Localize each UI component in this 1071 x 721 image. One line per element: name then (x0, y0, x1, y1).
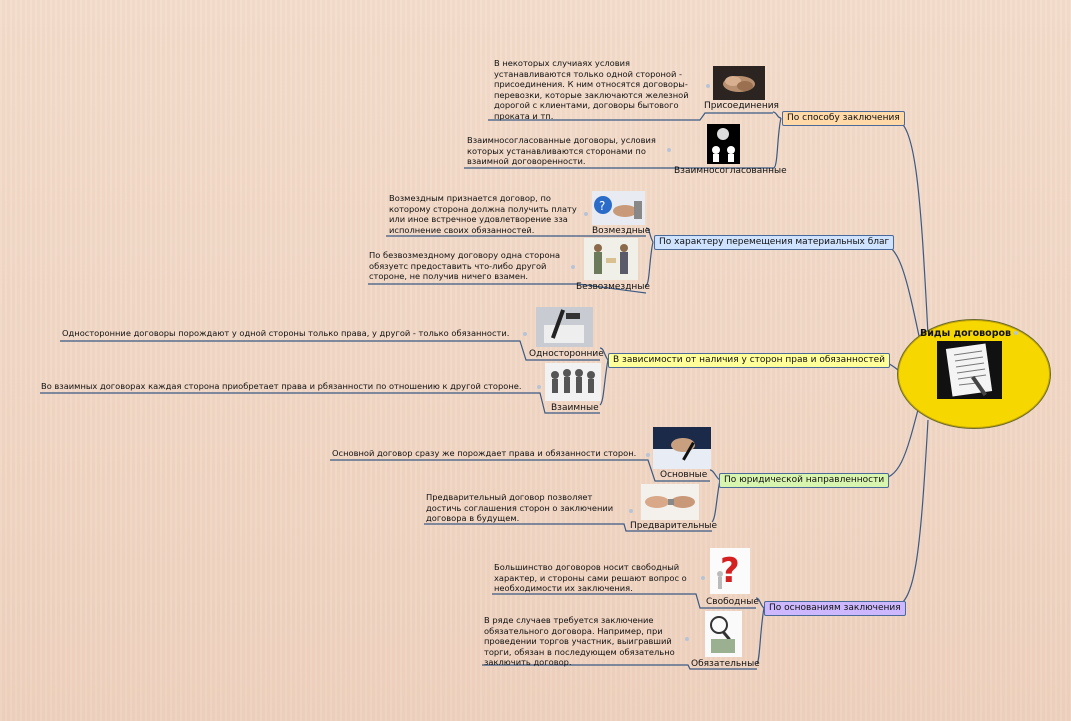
handshake-photo-icon (713, 66, 765, 100)
note-marker-icon (706, 84, 710, 88)
note-free: Большинство договоров носит свободный ха… (494, 562, 687, 593)
question-handshake-icon: ? (592, 191, 645, 225)
topic-by-rights-obligations[interactable]: В зависимости от наличия у сторон прав и… (608, 353, 890, 368)
note-marker-icon (629, 509, 633, 513)
note-adhesion: В некоторых случиаях условия устанавлива… (494, 58, 689, 121)
agreement-figures-icon (707, 124, 740, 164)
connector-b5-c2 (756, 607, 765, 665)
note-marker-icon (571, 265, 575, 269)
note-marker-icon (523, 332, 527, 336)
hand-writing-icon (653, 427, 711, 469)
subtopic-compensated[interactable]: Возмездные (592, 226, 651, 236)
note-compensated: Возмездным признается договор, по которо… (389, 193, 577, 235)
note-marker-icon (646, 453, 650, 457)
topic-by-transfer-nature[interactable]: По характеру перемещения материальных бл… (654, 235, 895, 250)
subtopic-mandatory[interactable]: Обязательные (691, 659, 760, 669)
connector-b3-c1 (599, 347, 609, 361)
question-mark-figure-icon: ? (710, 548, 750, 594)
note-mandatory: В ряде случаев требуется заключение обяз… (484, 615, 675, 667)
topic-by-conclusion-grounds[interactable]: По основаниям заключения (764, 601, 906, 616)
note-mutual-agreed: Взаимносогласованные договоры, условия к… (467, 135, 656, 166)
connector-b5-c1 (755, 597, 765, 609)
subtopic-mutual-agreed[interactable]: Взаимносогласованные (674, 166, 787, 176)
subtopic-preliminary[interactable]: Предварительные (630, 521, 717, 531)
connector-b1-c1 (772, 111, 782, 119)
connector-root-b2 (877, 241, 923, 351)
note-marker-icon (701, 576, 705, 580)
connector-b1-c2 (773, 117, 782, 169)
subtopic-free[interactable]: Свободные (706, 597, 759, 607)
connector-b2-c1 (645, 227, 654, 243)
connector-b3-c2 (599, 359, 609, 406)
connector-b2-c2 (645, 241, 654, 287)
note-mutual: Во взаимных договорах каждая сторона при… (41, 381, 522, 391)
subtopic-adhesion[interactable]: Присоединения (704, 101, 779, 111)
note-marker-icon (667, 148, 671, 152)
two-people-exchange-icon (584, 238, 638, 280)
topic-by-conclusion-method[interactable]: По способу заключения (782, 111, 905, 126)
magnifier-figure-icon (705, 611, 742, 657)
subtopic-mutual[interactable]: Взаимные (551, 403, 599, 413)
subtopic-unilateral[interactable]: Односторонние (529, 349, 604, 359)
connector-root-b4 (876, 401, 921, 481)
note-unilateral: Односторонние договоры порождают у одной… (62, 328, 510, 338)
connector-root-b5 (894, 419, 929, 609)
note-gratuitous: По безвозмездному договору одна сторона … (369, 250, 561, 281)
subtopic-main[interactable]: Основные (660, 470, 708, 480)
key-handover-icon (641, 484, 699, 520)
root-collapse-icon[interactable] (1014, 331, 1018, 335)
note-preliminary: Предварительный договор позволяет достич… (426, 492, 614, 523)
topic-by-legal-direction[interactable]: По юридической направленности (719, 473, 890, 488)
pen-signing-icon (536, 307, 593, 347)
svg-text:?: ? (599, 199, 605, 213)
note-marker-icon (537, 385, 541, 389)
note-main: Основной договор сразу же порождает прав… (332, 448, 637, 458)
contract-document-icon (937, 341, 1002, 399)
note-marker-icon (584, 212, 588, 216)
subtopic-gratuitous[interactable]: Безвозмездные (576, 282, 650, 292)
note-marker-icon (685, 637, 689, 641)
svg-text:?: ? (720, 551, 740, 591)
root-title: Виды договоров (920, 328, 1012, 339)
group-figures-icon (545, 363, 601, 401)
